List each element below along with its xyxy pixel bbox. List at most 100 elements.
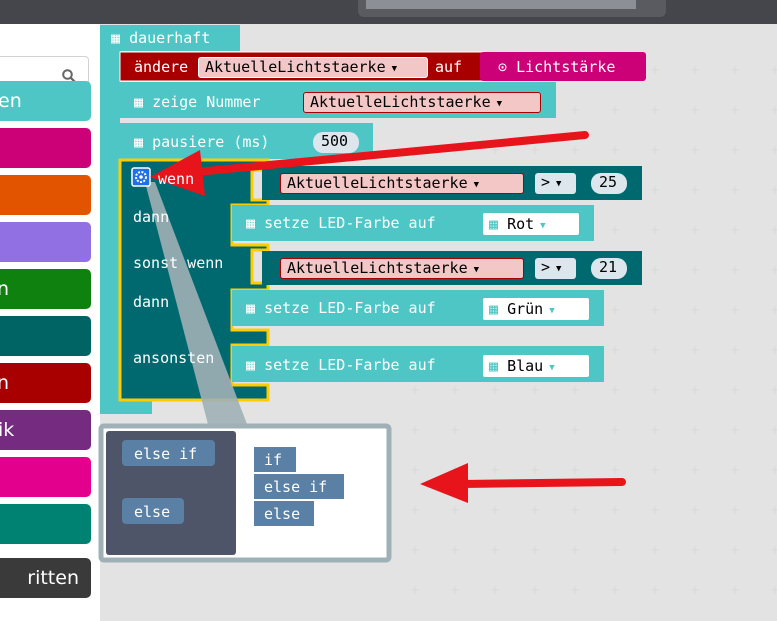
grid-mark: +	[570, 383, 581, 397]
grid-mark: +	[650, 143, 661, 157]
stack-else-block[interactable]	[254, 501, 314, 526]
chevron-down-icon: ▼	[549, 306, 555, 316]
forever-block[interactable]	[100, 25, 240, 414]
grid-mark: +	[450, 583, 461, 597]
else-label: ansonsten	[133, 349, 215, 367]
grid-mark: +	[730, 543, 741, 557]
led2-color-dropdown[interactable]: ▦ Grün▼	[482, 297, 590, 321]
grid-mark: +	[490, 463, 501, 477]
grid-mark: +	[690, 423, 701, 437]
stack-elseif-block[interactable]	[254, 474, 344, 499]
grid-mark: +	[730, 63, 741, 77]
light-level-block[interactable]	[480, 52, 646, 81]
toolbox-advanced[interactable]: ritten	[0, 558, 91, 598]
block-dots-icon: ▦	[134, 93, 144, 111]
toolbox-category[interactable]: en	[0, 81, 91, 121]
set-variable-dropdown[interactable]: AktuelleLichtstaerke▼	[198, 57, 428, 78]
grid-mark: +	[650, 583, 661, 597]
grid-mark: +	[730, 103, 741, 117]
chevron-down-icon: ▼	[391, 64, 398, 74]
grid-mark: +	[570, 503, 581, 517]
toolbox-category[interactable]	[0, 222, 91, 262]
toolbox-category[interactable]	[0, 175, 91, 215]
mutator-pointer	[145, 182, 250, 432]
grid-mark: +	[410, 383, 421, 397]
grid-mark: +	[770, 263, 777, 277]
grid-mark: +	[730, 343, 741, 357]
cond2-variable-dropdown[interactable]: AktuelleLichtstaerke▼	[280, 258, 524, 279]
grid-mark: +	[410, 503, 421, 517]
palette-else-block[interactable]	[122, 498, 184, 524]
pause-input[interactable]: 500	[313, 132, 359, 153]
toolbox-category[interactable]	[0, 457, 91, 497]
grid-mark: +	[650, 303, 661, 317]
grid-mark: +	[730, 503, 741, 517]
grid-mark: +	[490, 543, 501, 557]
palette-elseif-label: else if	[134, 445, 198, 463]
grid-mark: +	[610, 423, 621, 437]
grid-mark: +	[610, 223, 621, 237]
cond1-variable-dropdown[interactable]: AktuelleLichtstaerke ▼	[280, 173, 524, 194]
stack-else-label: else	[264, 505, 301, 523]
grid-mark: +	[650, 463, 661, 477]
stack-elseif-label: else if	[264, 478, 328, 496]
light-level-label-row: ⊙ Lichtstärke	[498, 58, 615, 76]
block-dots-icon: ▦	[246, 214, 256, 232]
cond1-value-input[interactable]: 25	[591, 173, 627, 194]
led1-color-dropdown[interactable]: ▦ Rot▼	[482, 212, 580, 236]
led3-color-dropdown[interactable]: ▦ Blau▼	[482, 354, 590, 378]
grid-mark: +	[530, 583, 541, 597]
grid-mark: +	[610, 383, 621, 397]
toolbox-category[interactable]	[0, 128, 91, 168]
gear-icon[interactable]	[131, 167, 151, 187]
then-label-1: dann	[133, 208, 170, 226]
grid-mark: +	[770, 343, 777, 357]
toolbox-advanced-label: ritten	[27, 567, 79, 589]
led1-color-value: Rot	[507, 215, 535, 233]
stack-if-label: if	[264, 451, 283, 469]
toolbox-category[interactable]	[0, 316, 91, 356]
grid-mark: +	[650, 103, 661, 117]
palette-elseif-block[interactable]	[122, 440, 215, 466]
grid-mark: +	[530, 503, 541, 517]
forever-label-row: ▦ dauerhaft	[111, 29, 210, 47]
grid-mark: +	[650, 503, 661, 517]
block-dots-icon: ▦	[489, 357, 499, 375]
chevron-down-icon: ▼	[556, 179, 562, 189]
chevron-down-icon: ▼	[473, 180, 480, 190]
show-variable-dropdown[interactable]: AktuelleLichtstaerke▼	[303, 92, 541, 113]
toolbox-category[interactable]: n	[0, 269, 91, 309]
grid-mark: +	[410, 583, 421, 597]
top-tab-indicator	[366, 0, 636, 9]
cond2-operator-value: >	[541, 258, 551, 276]
grid-mark: +	[690, 63, 701, 77]
grid-mark: +	[650, 423, 661, 437]
annotation-arrow-2	[420, 463, 626, 503]
toolbox-category[interactable]: n	[0, 363, 91, 403]
cond1-operator-dropdown[interactable]: >▼	[535, 173, 576, 194]
grid-mark: +	[770, 543, 777, 557]
grid-mark: +	[730, 303, 741, 317]
toolbox-category[interactable]: ik	[0, 410, 91, 450]
grid-mark: +	[730, 143, 741, 157]
if-label: wenn	[158, 170, 195, 188]
toolbox-category-label: en	[0, 90, 22, 112]
grid-mark: +	[570, 583, 581, 597]
cond1-variable-value: AktuelleLichtstaerke	[287, 174, 468, 192]
grid-mark: +	[690, 303, 701, 317]
stack-if-block[interactable]	[254, 447, 296, 472]
grid-mark: +	[610, 103, 621, 117]
cond2-operator-dropdown[interactable]: >▼	[535, 258, 576, 279]
grid-mark: +	[770, 183, 777, 197]
cond2-value-input[interactable]: 21	[591, 258, 627, 279]
grid-mark: +	[690, 383, 701, 397]
grid-mark: +	[610, 303, 621, 317]
grid-mark: +	[770, 303, 777, 317]
grid-mark: +	[650, 263, 661, 277]
grid-mark: +	[730, 423, 741, 437]
grid-mark: +	[610, 543, 621, 557]
elseif-label: sonst wenn	[133, 254, 224, 272]
toolbox-category[interactable]	[0, 504, 91, 544]
grid-mark: +	[530, 143, 541, 157]
